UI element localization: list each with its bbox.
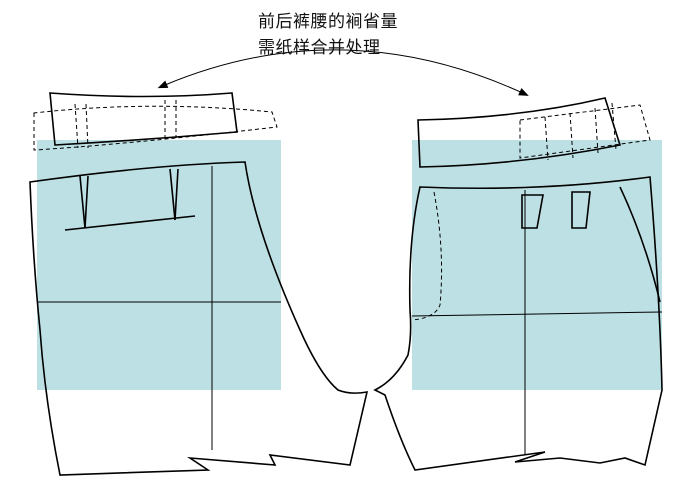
front-waistband — [33, 92, 278, 151]
front-panel — [29, 161, 369, 476]
back-panel — [373, 176, 663, 471]
back-waistband — [417, 97, 651, 168]
front-shaded-area — [37, 140, 281, 390]
back-shaded-area — [412, 140, 662, 390]
caption-line-2: 需纸样合并处理 — [258, 38, 381, 58]
caption-line-1: 前后裤腰的裥省量 — [258, 12, 398, 32]
transfer-arrow — [157, 49, 529, 96]
